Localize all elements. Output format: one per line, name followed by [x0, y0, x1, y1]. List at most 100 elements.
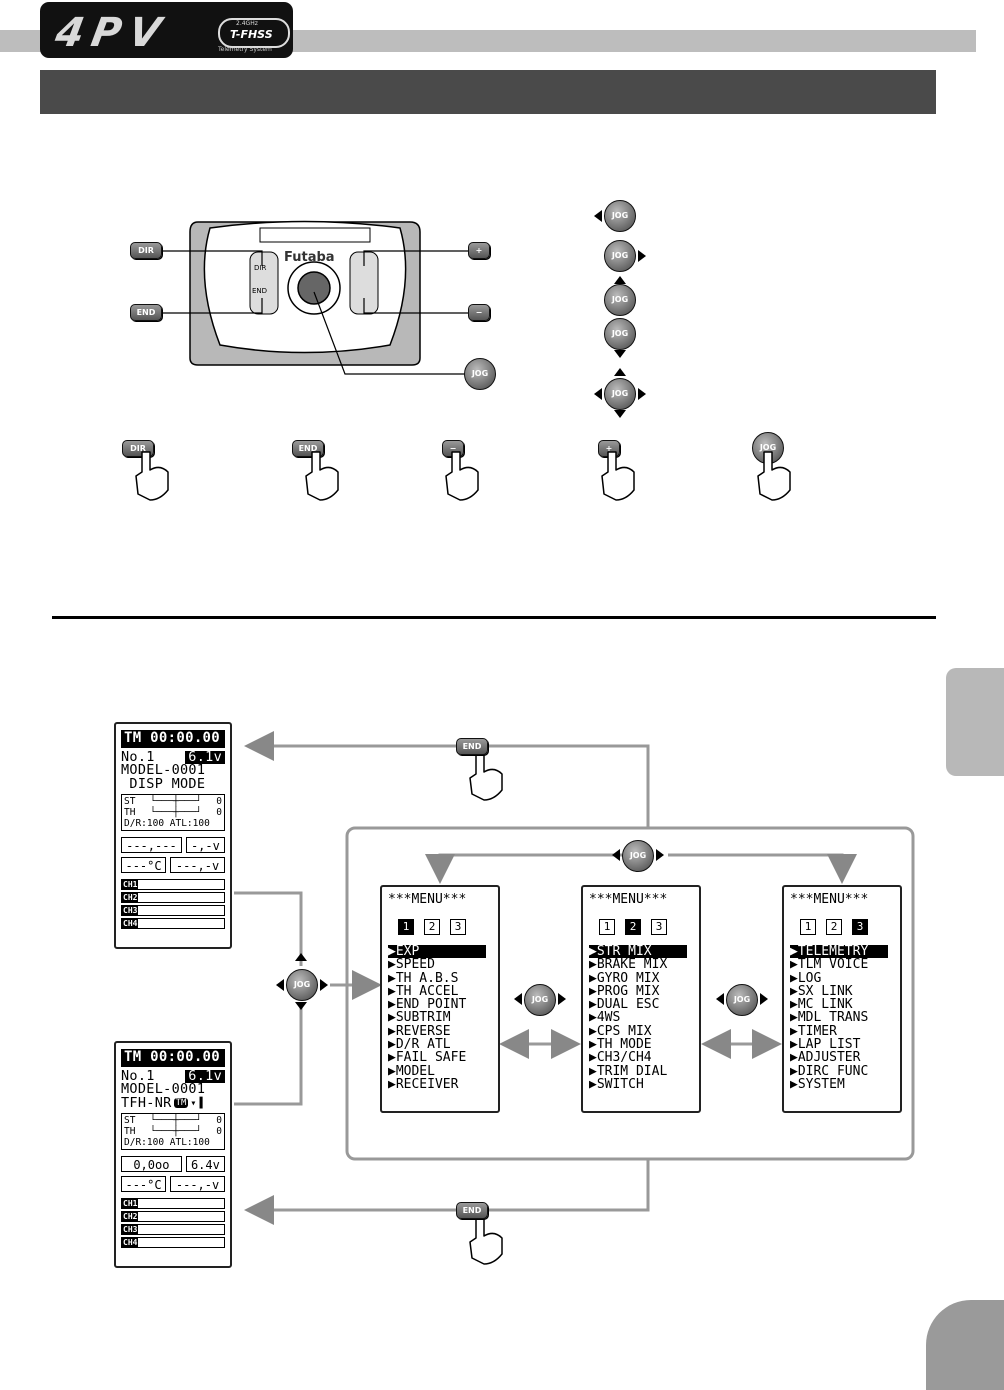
end-key: END: [130, 304, 162, 321]
menu-item: ▶D/R ATL: [388, 1037, 451, 1053]
menu-item: ▶TELEMETRY: [790, 945, 888, 958]
menu-item: ▶SUBTRIM: [388, 1010, 451, 1026]
menu-title: ***MENU***: [388, 892, 467, 907]
dial-dir-label: DIR: [254, 264, 267, 272]
menu-item: ▶MDL TRANS: [790, 1010, 869, 1026]
battery-voltage: 6.1v: [185, 1069, 225, 1083]
menu-item: ▶MC LINK: [790, 997, 853, 1013]
trim-th-label: TH: [124, 1126, 136, 1137]
menu-item: ▶TRIM DIAL: [589, 1063, 668, 1079]
channel-row: CH2: [121, 1211, 225, 1222]
channel-row: CH1: [121, 879, 225, 890]
menu-item: ▶LOG: [790, 970, 822, 986]
trim-st-label: ST: [124, 1115, 136, 1126]
logo-badge: [218, 18, 290, 48]
arrow-left-icon-2: [594, 388, 602, 400]
page-box: 2: [826, 919, 842, 935]
battery-voltage: 6.1v: [185, 750, 225, 764]
trim-panel: ST└───┼───┘0 TH└───┼───┘0 D/R:100 ATL:10…: [121, 1113, 225, 1150]
tele-c: ---°C: [121, 1176, 167, 1192]
page-box: 1: [800, 919, 816, 935]
trim-th-label: TH: [124, 807, 136, 818]
menu23-jog-icon: JOG: [726, 984, 758, 1016]
menu-item: ▶TH A.B.S: [388, 970, 459, 986]
dial-end-label: END: [252, 287, 268, 295]
tele-a: 0,0oo: [121, 1156, 182, 1172]
menu-item: ▶GYRO MIX: [589, 970, 660, 986]
timer-display: TM 00:00.00: [121, 1049, 225, 1067]
tele-a: ---,---: [121, 837, 182, 853]
menu-item: ▶TH ACCEL: [388, 983, 459, 999]
signal-icon: ▾▐: [190, 1097, 203, 1109]
flow-arrow-up-icon: [295, 953, 307, 961]
menu-item: ▶SYSTEM: [790, 1076, 845, 1092]
dr-atl: D/R:100 ATL:100: [124, 1137, 210, 1148]
menu-arrow-left-icon: [612, 849, 620, 861]
arrow-left-icon: [594, 210, 602, 222]
menu-item: ▶RECEIVER: [388, 1076, 459, 1092]
menu-arrow-right-icon: [656, 849, 664, 861]
jog-right-icon: JOG: [604, 240, 636, 272]
channel-row: CH3: [121, 1224, 225, 1235]
menu-item: ▶END POINT: [388, 997, 467, 1013]
flow-end-key-top: END: [456, 738, 488, 755]
trim-th-value: 0: [216, 807, 222, 818]
menu-item: ▶4WS: [589, 1010, 621, 1026]
arrow-down-icon: [614, 350, 626, 358]
menu-item: ▶TIMER: [790, 1023, 837, 1039]
menu12-arrow-left-icon: [514, 993, 522, 1005]
channel-row: CH3: [121, 905, 225, 916]
menu-item: ▶STR MIX: [589, 945, 687, 958]
tele-b: 6.4v: [185, 1156, 225, 1172]
logo-tagline: Telemetry System: [218, 46, 272, 53]
menu-item: ▶EXP: [388, 945, 486, 958]
channel-row: CH4: [121, 918, 225, 929]
logo-band: 2.4GHz: [236, 20, 258, 27]
tele-b: -,-v: [185, 837, 225, 853]
jog-left-icon: JOG: [604, 200, 636, 232]
menu-jog-lr-icon: JOG: [622, 840, 654, 872]
minus-key: −: [468, 304, 490, 321]
flow-arrow-left-icon: [276, 979, 284, 991]
menu-item: ▶DUAL ESC: [589, 997, 660, 1013]
arrow-up-icon: [614, 276, 626, 284]
dir-key: DIR: [130, 242, 162, 259]
model-no: No.1: [121, 1067, 155, 1084]
section-divider: [52, 616, 936, 619]
arrow-right-icon: [638, 250, 646, 262]
model-name: MODEL-0001: [121, 762, 206, 778]
home-screen-1: TM 00:00.00 No.1 6.1v MODEL-0001 DISP MO…: [114, 722, 232, 949]
tele-d: ---,-v: [170, 1176, 225, 1192]
menu-item: ▶LAP LIST: [790, 1037, 861, 1053]
menu-item: ▶CPS MIX: [589, 1023, 652, 1039]
arrow-up-icon-2: [614, 368, 626, 376]
menu-item: ▶TLM VOICE: [790, 957, 869, 973]
menu-item: ▶CH3/CH4: [589, 1050, 652, 1066]
menu-item: ▶SX LINK: [790, 983, 853, 999]
jog-key: JOG: [464, 358, 496, 390]
model-name: MODEL-0001: [121, 1081, 206, 1097]
menu12-jog-icon: JOG: [524, 984, 556, 1016]
section-title-bar: [40, 70, 936, 114]
brand-label: Futaba: [284, 250, 335, 265]
dr-atl: D/R:100 ATL:100: [124, 818, 210, 829]
page-box: 3: [450, 919, 466, 935]
channel-row: CH1: [121, 1198, 225, 1209]
menu12-arrow-right-icon: [558, 993, 566, 1005]
page-box: 1: [599, 919, 615, 935]
channel-row: CH2: [121, 892, 225, 903]
menu-item: ▶FAIL SAFE: [388, 1050, 467, 1066]
jog-4way-icon: JOG: [604, 378, 636, 410]
flow-jog-4way-icon: JOG: [286, 969, 318, 1001]
display-mode: TFH-NR: [121, 1094, 172, 1111]
page-box: 2: [625, 919, 641, 935]
trim-st-value: 0: [216, 1115, 222, 1126]
menu-item: ▶REVERSE: [388, 1023, 451, 1039]
